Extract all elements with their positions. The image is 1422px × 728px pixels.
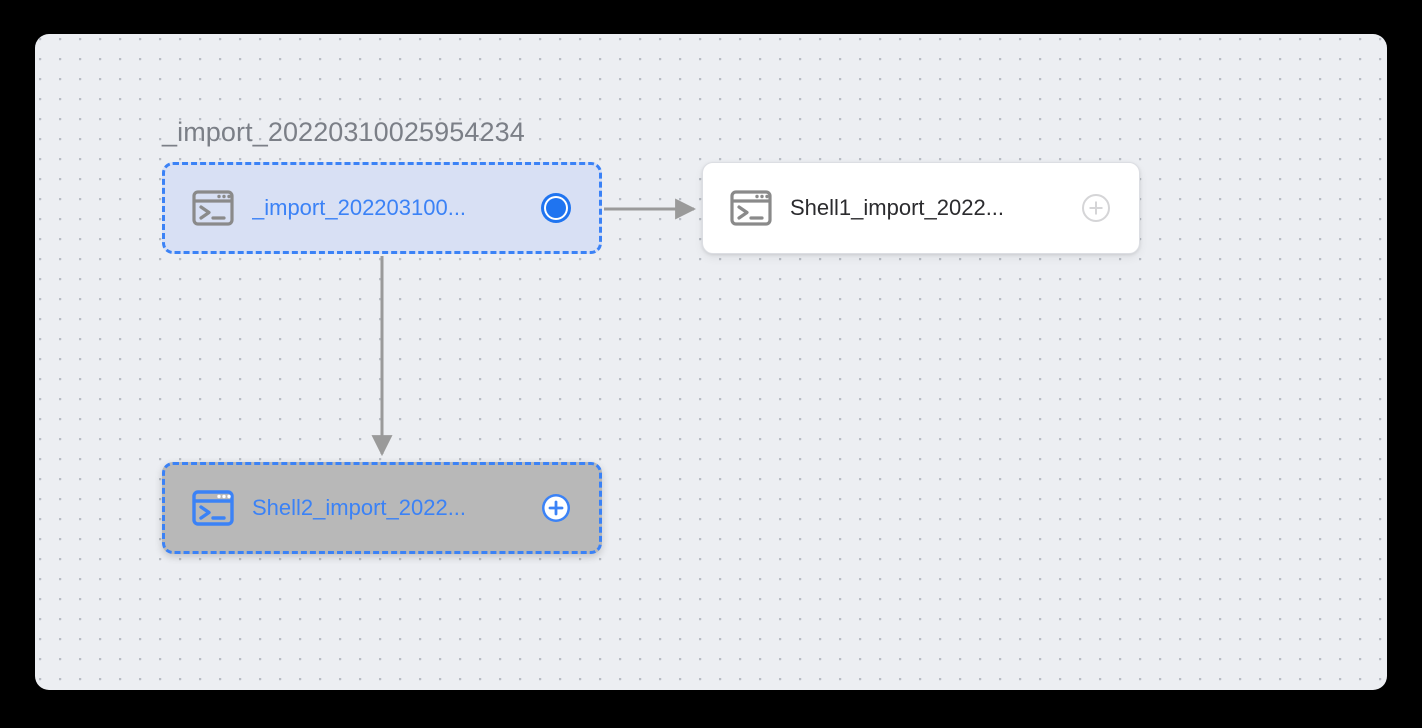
graph-node-shell2[interactable]: Shell2_import_2022...	[162, 462, 602, 554]
graph-node-shell1[interactable]: Shell1_import_2022...	[702, 162, 1140, 254]
node-label: Shell2_import_2022...	[252, 495, 467, 520]
plus-circle-icon[interactable]	[540, 492, 572, 524]
terminal-icon	[730, 190, 772, 226]
terminal-icon	[192, 490, 234, 526]
group-label: _import_20220310025954234	[162, 117, 525, 147]
radio-filled-icon[interactable]	[540, 192, 572, 224]
node-label: Shell1_import_2022...	[790, 195, 1005, 220]
graph-node-import[interactable]: _import_202203100...	[162, 162, 602, 254]
node-label: _import_202203100...	[252, 195, 467, 220]
terminal-icon	[192, 190, 234, 226]
plus-circle-icon[interactable]	[1080, 192, 1112, 224]
graph-canvas[interactable]: _import_20220310025954234 _import_202203…	[35, 34, 1387, 690]
